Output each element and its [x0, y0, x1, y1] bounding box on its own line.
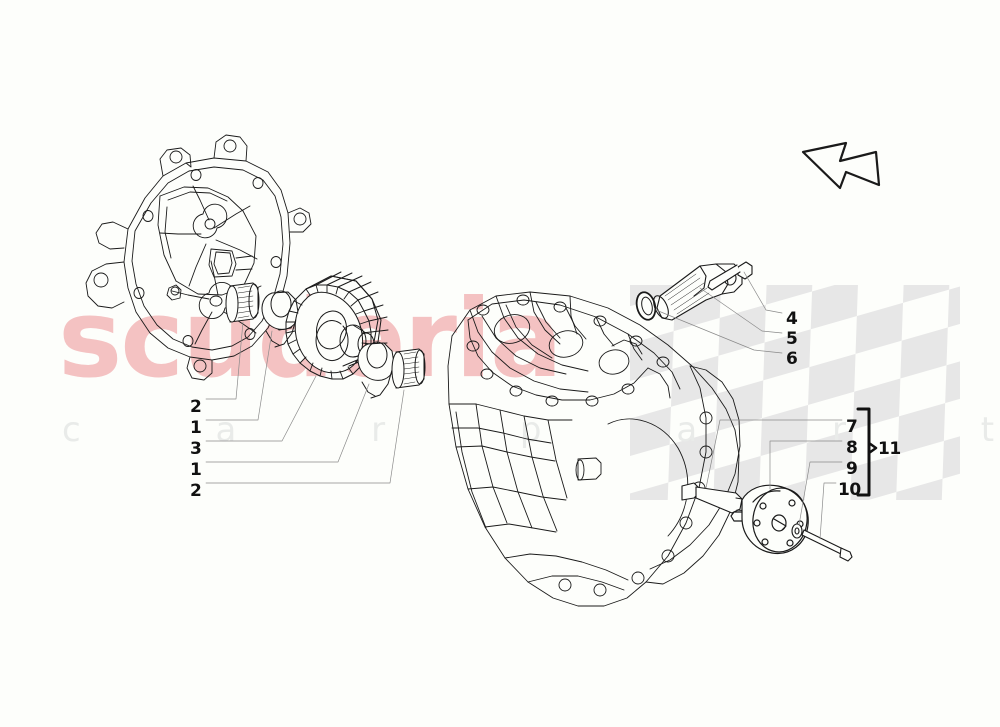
lock-washer-right	[357, 341, 395, 399]
callout-lower-right-7: 7	[846, 417, 858, 437]
leader-lines-lower-right	[705, 419, 843, 540]
callout-left-3: 3	[190, 439, 202, 459]
bushing-right	[391, 348, 426, 389]
callout-left-2: 1	[190, 418, 202, 438]
leader-lines-upper-right	[655, 271, 783, 354]
callout-upper-right-4: 4	[786, 309, 798, 329]
grouping-bracket-pointer	[867, 441, 878, 455]
transmission-housing	[447, 291, 741, 607]
callout-bracket-11: 11	[878, 439, 901, 459]
gearbox-cover-housing	[85, 134, 312, 381]
callout-left-5: 2	[190, 481, 202, 501]
callout-lower-right-8: 8	[846, 438, 858, 458]
oil-pump-body	[730, 484, 809, 555]
arrow-down-right-icon	[801, 141, 881, 190]
lock-washer-left	[261, 290, 299, 348]
o-ring-seal	[635, 291, 657, 321]
bolt-upper	[707, 261, 753, 291]
callout-left-4: 1	[190, 460, 202, 480]
callout-lower-right-9: 9	[846, 459, 858, 479]
pump-washer	[791, 523, 803, 539]
bushing-left	[225, 282, 260, 323]
callout-upper-right-5: 5	[786, 329, 798, 349]
callout-left-1: 2	[190, 397, 202, 417]
leader-lines-left	[205, 321, 405, 484]
callout-upper-right-6: 6	[786, 349, 798, 369]
drive-gear	[285, 271, 389, 380]
o-ring-seal-inner	[641, 296, 653, 316]
pump-shaft	[681, 482, 753, 514]
oil-pickup-tube	[653, 263, 743, 321]
callout-lower-right-10: 10	[838, 480, 861, 500]
pump-bolt	[801, 529, 853, 562]
